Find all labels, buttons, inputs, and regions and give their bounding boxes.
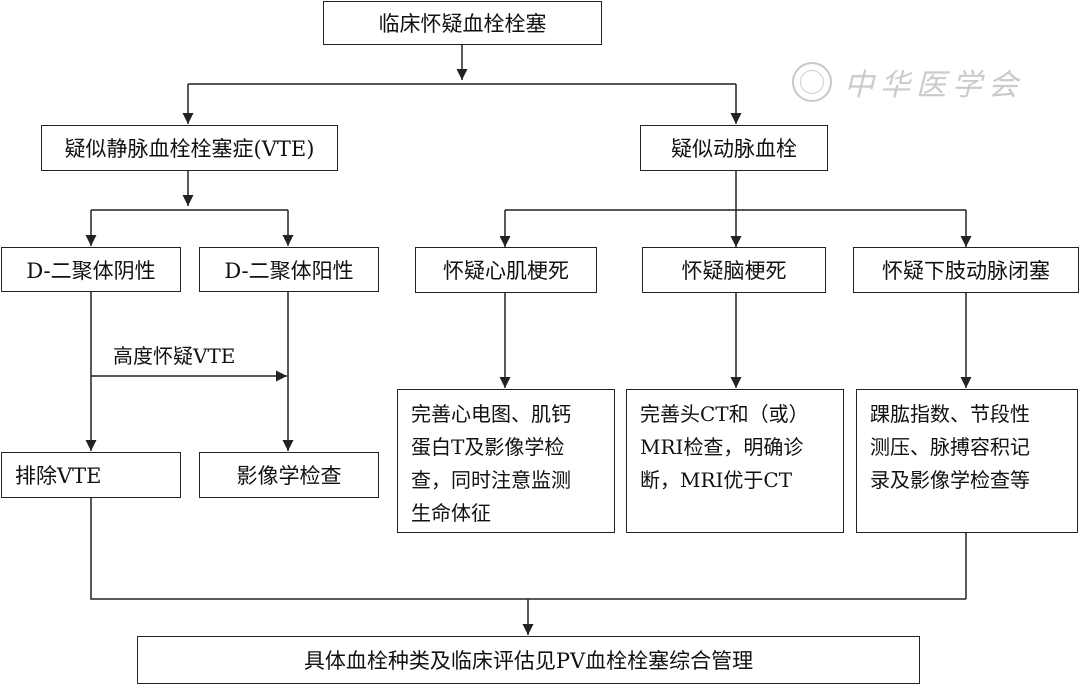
limb-detail-line: 测压、脉搏容积记	[870, 435, 1030, 459]
mi-detail-line: 查，同时注意监测	[411, 468, 571, 492]
mi-detail-line: 完善心电图、肌钙	[411, 402, 571, 426]
node-mi-detail: 完善心电图、肌钙 蛋白T及影像学检 查，同时注意监测 生命体征	[397, 389, 615, 533]
node-stroke: 怀疑脑梗死	[642, 247, 826, 293]
seal-logo-icon	[792, 62, 832, 102]
edge-merge-left	[90, 498, 966, 600]
stroke-detail-line: MRI检查，明确诊	[640, 435, 804, 459]
node-limb-detail: 踝肱指数、节段性 测压、脉搏容积记 录及影像学检查等	[856, 389, 1078, 533]
stroke-detail-line: 断，MRI优于CT	[640, 468, 793, 492]
node-d-dimer-positive: D-二聚体阳性	[199, 247, 379, 292]
limb-detail-line: 踝肱指数、节段性	[870, 402, 1030, 426]
node-root: 临床怀疑血栓栓塞	[323, 1, 602, 45]
watermark: 中华医学会	[792, 60, 1024, 104]
node-exclude-vte: 排除VTE	[1, 452, 181, 498]
node-vte: 疑似静脉血栓栓塞症(VTE)	[41, 125, 338, 171]
node-final: 具体血栓种类及临床评估见PV血栓栓塞综合管理	[137, 636, 920, 684]
node-stroke-detail: 完善头CT和（或） MRI检查，明确诊 断，MRI优于CT	[626, 389, 844, 533]
mi-detail-line: 蛋白T及影像学检	[411, 435, 565, 459]
node-imaging: 影像学检查	[199, 452, 379, 498]
node-mi: 怀疑心肌梗死	[415, 247, 597, 293]
edge-label-high-suspicion: 高度怀疑VTE	[113, 344, 236, 368]
node-arterial: 疑似动脉血栓	[640, 125, 828, 171]
node-d-dimer-negative: D-二聚体阴性	[1, 247, 181, 292]
node-limb: 怀疑下肢动脉闭塞	[853, 247, 1079, 293]
watermark-text: 中华医学会	[844, 68, 1024, 103]
limb-detail-line: 录及影像学检查等	[870, 468, 1030, 492]
mi-detail-line: 生命体征	[411, 501, 491, 525]
stroke-detail-line: 完善头CT和（或）	[640, 402, 809, 426]
